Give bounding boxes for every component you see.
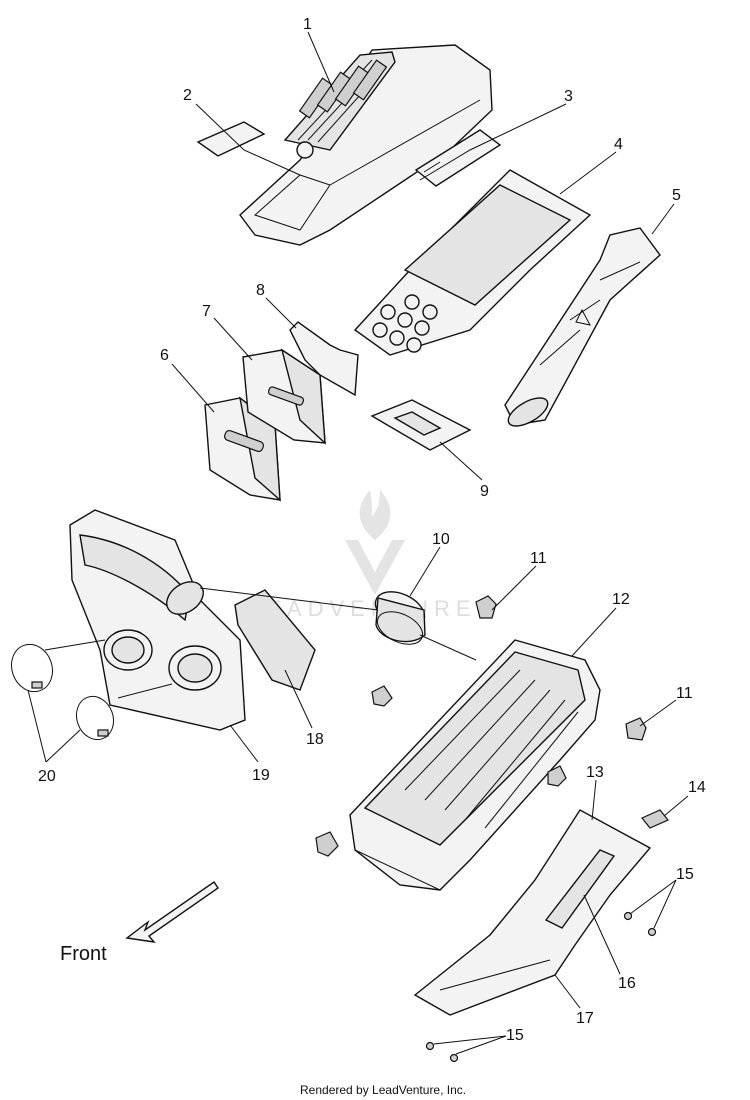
callout-19: 19 — [252, 767, 270, 784]
part-5-intake-duct — [504, 227, 661, 427]
callout-14: 14 — [688, 779, 706, 796]
callout-13: 13 — [586, 764, 604, 781]
part-10-coupler — [374, 591, 426, 645]
callout-2: 2 — [183, 87, 192, 104]
part-3-label — [414, 129, 502, 187]
part-15-screws-lower — [425, 1041, 459, 1063]
callout-10: 10 — [432, 531, 450, 548]
part-8-bracket — [289, 321, 359, 397]
callout-11a: 11 — [530, 550, 547, 567]
part-16-mounting-strap — [544, 849, 616, 929]
part-1-airbox-lid — [239, 44, 493, 246]
callout-3: 3 — [564, 88, 573, 105]
part-15-screws-upper — [623, 911, 657, 937]
callout-8: 8 — [256, 282, 265, 299]
part-14-small-label — [641, 809, 669, 829]
part-12-airbox-base — [315, 639, 601, 891]
callout-11b: 11 — [676, 685, 693, 702]
callout-15b: 15 — [506, 1027, 524, 1044]
part-7-filter-plate — [242, 348, 326, 445]
callout-12: 12 — [612, 591, 630, 608]
part-20-hose-clamps — [10, 643, 115, 741]
callout-4: 4 — [614, 136, 623, 153]
part-4-filter-element — [353, 169, 592, 356]
part-2-decal — [196, 121, 266, 157]
front-arrow-icon — [125, 881, 219, 943]
callout-16: 16 — [618, 975, 636, 992]
callout-6: 6 — [160, 347, 169, 364]
part-9-foam-pad — [370, 399, 472, 451]
footer-credit: Rendered by LeadVenture, Inc. — [300, 1083, 466, 1097]
callout-5: 5 — [672, 187, 681, 204]
callout-20: 20 — [38, 768, 56, 785]
callout-17: 17 — [576, 1010, 594, 1027]
leader-lines — [27, 31, 689, 1055]
part-19-intake-housing — [69, 509, 246, 731]
callout-7: 7 — [202, 303, 211, 320]
callout-18: 18 — [306, 731, 324, 748]
part-11-clip-upper — [475, 595, 497, 619]
part-18-foam-block — [234, 589, 316, 691]
front-label: Front — [60, 943, 107, 965]
callout-9: 9 — [480, 483, 489, 500]
part-11-clip-right — [625, 717, 647, 741]
leadventure-watermark: LEADVENTURE — [248, 490, 471, 621]
callout-labels: 1 2 3 4 5 6 7 8 9 10 11 11 12 13 14 15 1… — [38, 16, 706, 1044]
callout-15a: 15 — [676, 866, 694, 883]
callout-1: 1 — [303, 16, 312, 33]
